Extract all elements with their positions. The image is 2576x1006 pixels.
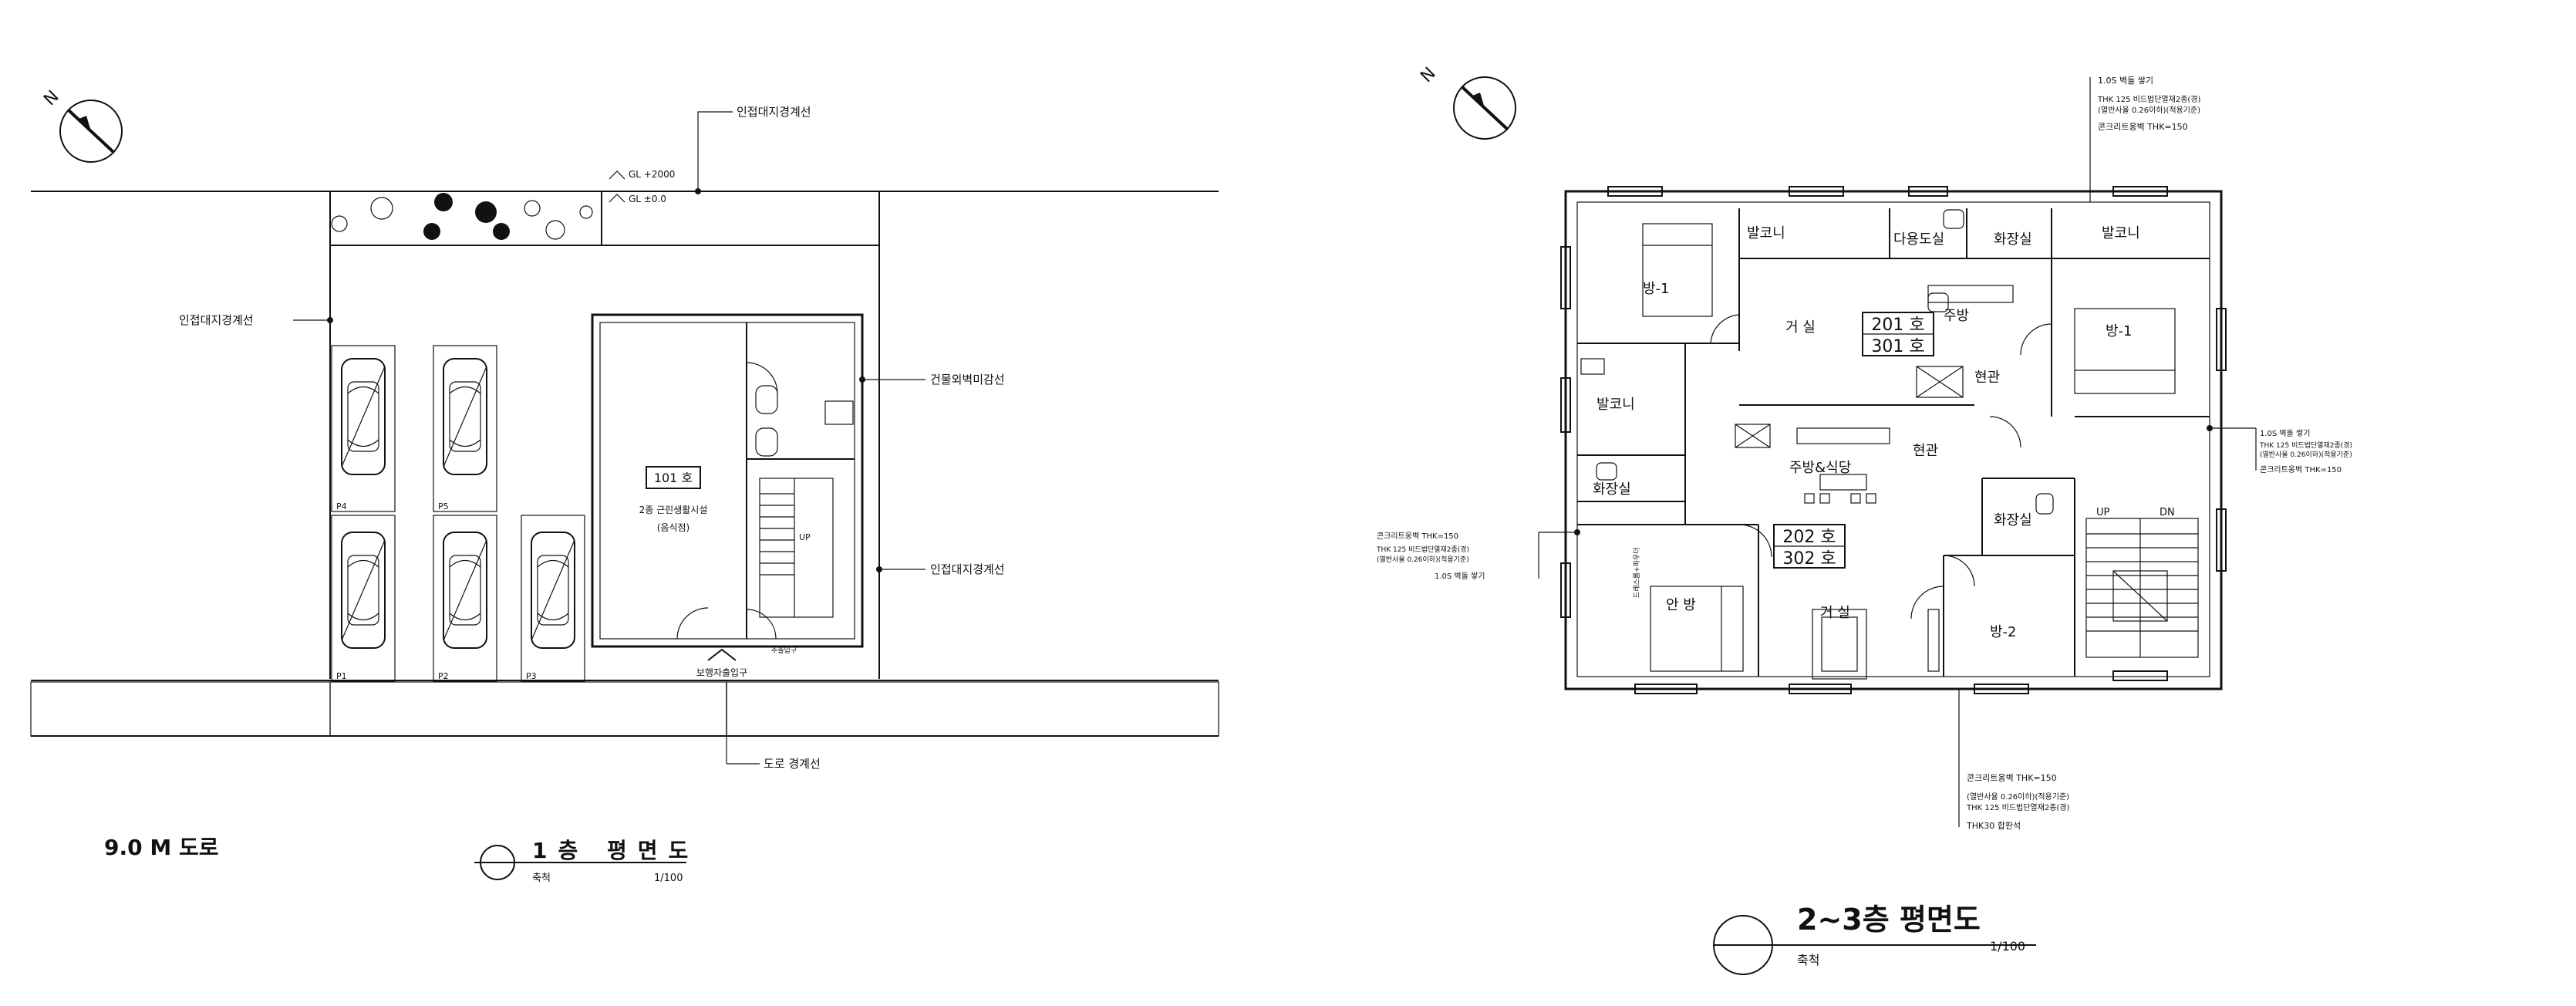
- notes-top: 1.0S 벽돌 쌓기 THK 125 비드법단열재2종(경) (열반사율 0.2…: [2097, 76, 2200, 132]
- parking-label-p4: P4: [336, 501, 347, 511]
- svg-text:THK 125 비드법단열재2종(경): THK 125 비드법단열재2종(경): [1376, 545, 1469, 554]
- svg-text:1.0S 벽돌 쌓기: 1.0S 벽돌 쌓기: [1435, 572, 1485, 581]
- unit-201-label: 201 호: [1871, 316, 1924, 335]
- floor23-scale-value: 1/100: [1990, 939, 2025, 954]
- svg-text:THK 125 비드법단열재2종(경): THK 125 비드법단열재2종(경): [1966, 802, 2069, 812]
- plant-icon: [331, 193, 593, 240]
- parking-label-p2: P2: [438, 671, 449, 681]
- svg-text:N: N: [1417, 64, 1439, 86]
- floor1-scale-label: 축척: [532, 873, 551, 884]
- parking-label-p5: P5: [438, 501, 449, 511]
- stair-up-label: UP: [2096, 507, 2110, 518]
- floor23-title-block: 2~3층 평면도 축척 1/100: [1713, 903, 2036, 975]
- unit-use-line2: (음식점): [657, 522, 690, 533]
- room-room1-right: 방-1: [2106, 323, 2133, 339]
- adjacent-boundary-label-left: 인접대지경계선: [179, 313, 254, 327]
- room-living-top: 거 실: [1785, 319, 1816, 336]
- floor23-stairs: [2085, 518, 2199, 658]
- pedestrian-entry-label: 보행자출입구: [696, 667, 747, 678]
- floor1-title-block: 1층 평면도 축척 1/100: [474, 838, 699, 884]
- gl-markers: GL +2000 GL ±0.0: [609, 169, 675, 204]
- floor23-outer-wall: [1564, 190, 2223, 690]
- north-arrow-icon: N: [40, 87, 123, 163]
- parking-label-p1: P1: [336, 671, 347, 681]
- room-kitchen-dining: 주방&식당: [1789, 460, 1851, 476]
- stair-up-label-floor1: UP: [799, 532, 811, 542]
- room-bathroom-top: 화장실: [1994, 231, 2032, 248]
- svg-text:1.0S 벽돌 쌓기: 1.0S 벽돌 쌓기: [2098, 76, 2153, 86]
- floor23-title: 2~3층 평면도: [1797, 903, 1981, 937]
- kitchen-counter: [1735, 285, 2014, 680]
- entrance-label: 주출입구: [771, 646, 797, 655]
- road-boundary-label: 도로 경계선: [764, 757, 821, 771]
- floor1-scale-value: 1/100: [654, 873, 683, 884]
- toilet-icon: [1580, 209, 2054, 515]
- unit-301-label: 301 호: [1871, 337, 1924, 356]
- room-balcony-top-left: 발코니: [1747, 225, 1785, 241]
- svg-text:(열반사율 0.26이하)(적용기준): (열반사율 0.26이하)(적용기준): [1377, 555, 1469, 564]
- parking-label-p3: P3: [526, 671, 537, 681]
- unit-302-label: 302 호: [1782, 549, 1836, 569]
- svg-text:N: N: [40, 87, 62, 110]
- room-balcony-top-right: 발코니: [2102, 225, 2140, 241]
- svg-text:콘크리트옹벽 THK=150: 콘크리트옹벽 THK=150: [2260, 465, 2342, 474]
- floor23-plan: N 1.0S 벽돌 쌓기 THK 125 비드법단열재2종(경) (열반사율 0…: [1376, 64, 2352, 975]
- room-bathroom-left: 화장실: [1593, 481, 1631, 498]
- svg-text:(열반사율 0.26이하)(적용기준): (열반사율 0.26이하)(적용기준): [1967, 792, 2069, 802]
- room-room1-left: 방-1: [1643, 281, 1670, 297]
- notes-right: 1.0S 벽돌 쌓기 THK 125 비드법단열재2종(경) (열반사율 0.2…: [2259, 429, 2352, 474]
- room-entry-top: 현관: [1974, 370, 2000, 386]
- floor23-scale-label: 축척: [1797, 953, 1819, 967]
- floor1-building: UP 101 호 2종 근린생활시설 (음식점) 주출입구: [591, 313, 864, 655]
- north-arrow-icon-2: N: [1417, 64, 1516, 140]
- room-master: 안 방: [1666, 597, 1696, 613]
- room-balcony-left: 발코니: [1597, 397, 1635, 413]
- stair-dn-label: DN: [2160, 507, 2175, 518]
- gl-upper-label: GL +2000: [629, 169, 675, 180]
- unit-use-line1: 2종 근린생활시설: [639, 505, 708, 515]
- room-multi-purpose: 다용도실: [1893, 231, 1944, 248]
- svg-text:THK 125 비드법단열재2종(경): THK 125 비드법단열재2종(경): [2259, 441, 2352, 450]
- room-labels: 발코니 다용도실 화장실 발코니 방-1 거 실 주방 방-1 현관 발코니 화…: [1593, 225, 2140, 640]
- floor1-title: 1층 평면도: [532, 838, 699, 863]
- road-width-label: 9.0 M 도로: [104, 835, 218, 860]
- unit-labels: 201 호 301 호 202 호 302 호: [1773, 312, 1934, 569]
- svg-text:(열반사율 0.26이하)(적용기준): (열반사율 0.26이하)(적용기준): [2098, 105, 2200, 115]
- notes-bottom: 콘크리트옹벽 THK=150 (열반사율 0.26이하)(적용기준) THK 1…: [1966, 773, 2069, 831]
- svg-text:THK 125 비드법단열재2종(경): THK 125 비드법단열재2종(경): [2097, 94, 2200, 104]
- svg-text:콘크리트옹벽 THK=150: 콘크리트옹벽 THK=150: [2098, 122, 2188, 132]
- adjacent-boundary-label-top: 인접대지경계선: [737, 105, 811, 119]
- svg-text:(열반사율 0.26이하)(적용기준): (열반사율 0.26이하)(적용기준): [2260, 450, 2352, 459]
- room-bathroom-mid: 화장실: [1994, 512, 2032, 528]
- floor1-plan: N GL +2000 GL ±0.0 인접대지경계선: [30, 87, 1219, 884]
- room-room2: 방-2: [1990, 624, 2017, 640]
- room-dressing: 드레스룸+파우더: [1633, 547, 1641, 598]
- room-living-bottom: 거 실: [1820, 605, 1850, 621]
- entry-arrow-icon: [707, 648, 737, 661]
- adjacent-boundary-label-right: 인접대지경계선: [930, 562, 1005, 576]
- unit-202-label: 202 호: [1782, 528, 1836, 547]
- svg-text:콘크리트옹벽 THK=150: 콘크리트옹벽 THK=150: [1967, 773, 2057, 783]
- notes-left: 콘크리트옹벽 THK=150 THK 125 비드법단열재2종(경) (열반사율…: [1376, 532, 1485, 581]
- bed-icon: [1642, 223, 2176, 672]
- building-line-label: 건물외벽미감선: [930, 373, 1005, 387]
- gl-lower-label: GL ±0.0: [629, 194, 666, 204]
- svg-text:콘크리트옹벽 THK=150: 콘크리트옹벽 THK=150: [1377, 532, 1458, 541]
- unit-101-label: 101 호: [654, 471, 693, 485]
- parking-area: P4 P5 P1 P2 P3: [331, 345, 585, 682]
- svg-text:1.0S 벽돌 쌓기: 1.0S 벽돌 쌓기: [2260, 429, 2310, 438]
- svg-text:THK30 합판석: THK30 합판석: [1966, 821, 2021, 831]
- room-kitchen-top: 주방: [1944, 308, 1969, 324]
- room-entry-mid: 현관: [1913, 443, 1938, 459]
